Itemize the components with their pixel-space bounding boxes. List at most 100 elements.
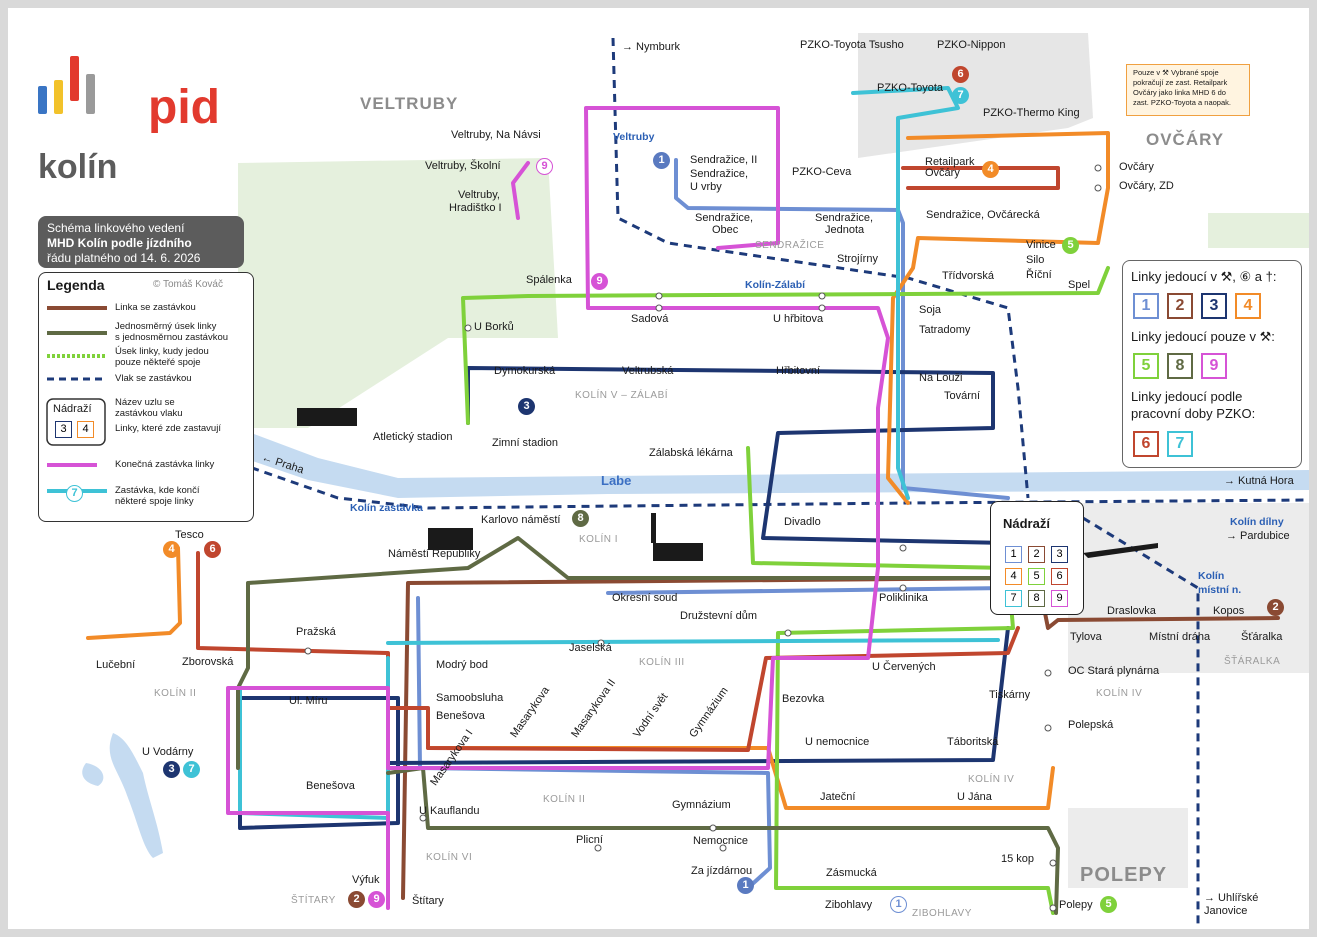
stop-label[interactable]: Draslovka: [1107, 605, 1156, 617]
stop-label[interactable]: Kopos: [1213, 605, 1245, 617]
stop-markers: [304, 164, 1102, 912]
stop-label[interactable]: Náměstí Republiky: [388, 548, 481, 560]
stop-label[interactable]: Zásmucká: [826, 867, 877, 879]
stop-label[interactable]: Zálabská lékárna: [649, 447, 733, 459]
badge-kopos-2: 2: [1267, 599, 1284, 616]
stop-label[interactable]: Strojírny: [837, 253, 878, 265]
stop-label[interactable]: Samoobsluha: [436, 692, 504, 704]
stop-label[interactable]: Tiskárny: [989, 689, 1031, 701]
stop-label[interactable]: Poliklinika: [879, 592, 928, 604]
stop-label[interactable]: Zborovská: [182, 656, 234, 668]
stop-label[interactable]: Tylova: [1070, 631, 1102, 643]
stop-label[interactable]: Soja: [919, 304, 942, 316]
stop-label[interactable]: Lučební: [96, 659, 136, 671]
area-kolin-i: KOLÍN I: [579, 534, 619, 545]
stop-label[interactable]: Sendražice,: [690, 168, 749, 180]
stop-label[interactable]: Pražská: [296, 626, 336, 638]
info-pzko-1: Linky jedoucí podle: [1131, 389, 1243, 404]
stop-label[interactable]: U Červených: [872, 661, 936, 673]
stop-label[interactable]: 15 kop: [1001, 853, 1035, 865]
stop-label[interactable]: Dymokurská: [494, 365, 556, 377]
stop-label[interactable]: PZKO-Ceva: [792, 166, 852, 178]
stop-label[interactable]: Hradištko I: [449, 202, 502, 214]
stop-label[interactable]: Výfuk: [352, 874, 380, 886]
badge-jizdarnou-1: 1: [737, 877, 754, 894]
stop-label[interactable]: Družstevní dům: [680, 610, 758, 622]
stop-label[interactable]: Gymnázium: [672, 799, 731, 811]
stop-label[interactable]: Zimní stadion: [492, 437, 559, 449]
pzko-note-line-1: Pouze v ⚒ Vybrané spoje: [1133, 68, 1219, 77]
area-sendrazice: SENDRAŽICE: [755, 240, 825, 251]
scheme-title-box: Schéma linkového vedení MHD Kolín podle …: [38, 216, 244, 268]
stop-label[interactable]: Tatradomy: [919, 324, 971, 336]
stop-label[interactable]: PZKO-Toyota: [877, 82, 944, 94]
stop-label[interactable]: Ovčáry, ZD: [1119, 180, 1174, 192]
stop-label[interactable]: Veltruby,: [458, 189, 500, 201]
area-kolin-iv: KOLÍN IV: [1096, 688, 1143, 699]
stop-label[interactable]: U Vodárny: [142, 746, 194, 758]
stop-label[interactable]: U Jána: [957, 791, 992, 803]
stop-label[interactable]: Polepy: [1059, 899, 1093, 911]
info-line-9: 9: [1201, 353, 1227, 379]
stop-label[interactable]: Modrý bod: [436, 659, 488, 671]
stop-label[interactable]: Zibohlavy: [825, 899, 873, 911]
stop-label[interactable]: Na Louži: [919, 372, 963, 384]
stop-label[interactable]: Vinice: [1026, 239, 1056, 251]
stop-label[interactable]: Šťáralka: [1241, 631, 1283, 643]
stop-label[interactable]: Okresní soud: [612, 592, 678, 604]
stop-label[interactable]: PZKO-Thermo King: [983, 107, 1080, 119]
stop-label[interactable]: Místní dráha: [1149, 631, 1211, 643]
stop-label[interactable]: Tesco: [175, 529, 204, 541]
stop-label[interactable]: U vrby: [690, 181, 722, 193]
stop-label[interactable]: Ovčáry: [925, 167, 960, 179]
stop-label[interactable]: Za jízdárnou: [691, 865, 753, 877]
stop-label[interactable]: Ul. Míru: [289, 695, 328, 707]
stop-label[interactable]: Veltruby, Školní: [425, 160, 501, 172]
stop-label[interactable]: Bezovka: [782, 693, 825, 705]
stop-label[interactable]: Jednota: [825, 224, 865, 236]
stop-label[interactable]: U nemocnice: [805, 736, 870, 748]
stop-label[interactable]: OC Stará plynárna: [1068, 665, 1160, 677]
stop-label[interactable]: U Borků: [474, 321, 514, 333]
stop-label[interactable]: Benešova: [436, 710, 485, 722]
stop-label[interactable]: Jateční: [820, 791, 856, 803]
stop-label[interactable]: Spálenka: [526, 274, 572, 286]
stop-label[interactable]: Ovčáry: [1119, 161, 1154, 173]
stop-label[interactable]: Silo: [1026, 254, 1045, 266]
stop-label[interactable]: U hřbitova: [773, 313, 824, 325]
stop-label[interactable]: Divadlo: [784, 516, 821, 528]
stop-label[interactable]: Říční: [1026, 269, 1052, 281]
stop-label[interactable]: Karlovo náměstí: [481, 514, 561, 526]
stop-label[interactable]: Sadová: [631, 313, 669, 325]
stop-label[interactable]: Sendražice,: [815, 212, 874, 224]
stop-label[interactable]: Třídvorská: [942, 270, 994, 282]
area-stitary: ŠTÍTARY: [291, 895, 336, 906]
badge-pzko-7: 7: [952, 87, 969, 104]
station-nadrazi-box[interactable]: Nádraží 1 2 3 4 5 6 7 8 9: [990, 501, 1084, 615]
stop-label[interactable]: Veltrubská: [622, 365, 674, 377]
stop-label[interactable]: Atletický stadion: [373, 431, 453, 443]
info-line-2: 2: [1167, 293, 1193, 319]
stop-label[interactable]: Jaselská: [569, 642, 612, 654]
stop-label[interactable]: Obec: [712, 224, 739, 236]
legend-node-line-3: 3: [55, 421, 72, 438]
stop-label[interactable]: Sendražice, Ovčárecká: [926, 209, 1040, 221]
stop-label[interactable]: U Kauflandu: [419, 805, 480, 817]
stop-label[interactable]: Sendražice, II: [690, 154, 758, 166]
stop-label[interactable]: Benešova: [306, 780, 355, 792]
stop-label[interactable]: Veltruby, Na Návsi: [451, 129, 541, 141]
stop-label[interactable]: Tovární: [944, 390, 981, 402]
pzko-note-line-3: Ovčáry jako linka MHD 6 do: [1133, 88, 1226, 97]
stop-label[interactable]: Sendražice,: [695, 212, 754, 224]
stop-label[interactable]: PZKO-Nippon: [937, 39, 1006, 51]
stop-label[interactable]: Retailpark: [925, 156, 975, 168]
green-area: [238, 158, 558, 428]
stop-label[interactable]: Táboritská: [947, 736, 999, 748]
stop-label[interactable]: Štítary: [412, 895, 444, 907]
stop-label[interactable]: Plicní: [576, 834, 603, 846]
stop-label[interactable]: Nemocnice: [693, 835, 749, 847]
stop-label[interactable]: PZKO-Toyota Tsusho: [800, 39, 904, 51]
stop-label[interactable]: Spel: [1068, 279, 1091, 291]
stop-label[interactable]: Hřbitovní: [776, 365, 821, 377]
stop-label[interactable]: Polepská: [1068, 719, 1114, 731]
